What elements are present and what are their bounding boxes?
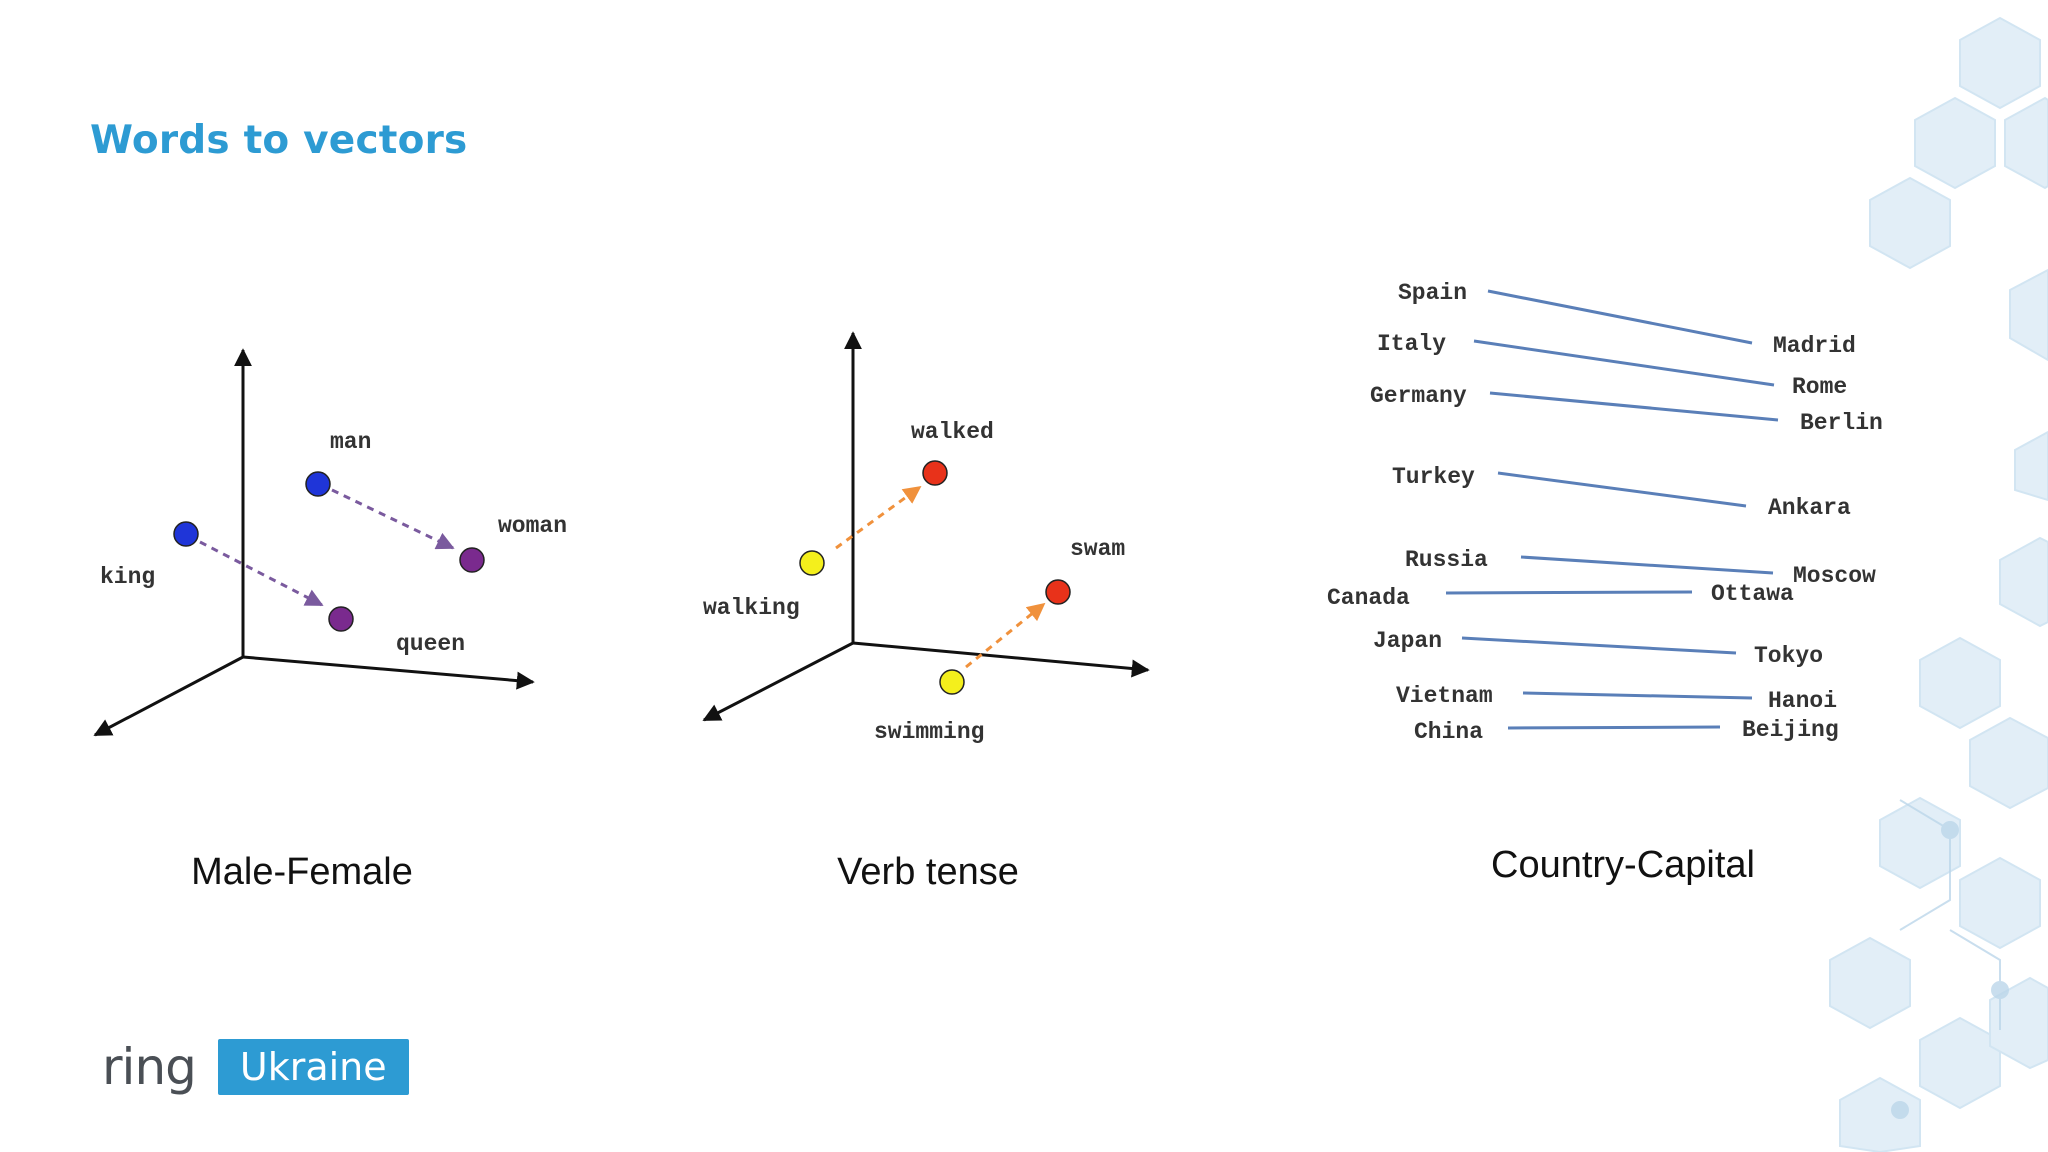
ring-ukraine-logo: ring Ukraine	[102, 1038, 409, 1096]
country-vietnam: Vietnam	[1396, 683, 1493, 709]
panel-male-female: man woman king queen Male-Female	[93, 348, 567, 893]
label-swam: swam	[1070, 536, 1125, 562]
country-japan: Japan	[1373, 628, 1442, 654]
vector-walking-walked	[835, 485, 922, 550]
capital-beijing: Beijing	[1742, 717, 1839, 743]
point-queen	[328, 606, 354, 632]
label-walking: walking	[703, 595, 800, 621]
country-italy: Italy	[1377, 331, 1446, 357]
country-spain: Spain	[1398, 280, 1467, 306]
capital-ankara: Ankara	[1768, 495, 1851, 521]
point-swam	[1045, 579, 1071, 605]
capital-moscow: Moscow	[1793, 563, 1876, 589]
country-turkey: Turkey	[1392, 464, 1475, 490]
point-woman	[459, 547, 485, 573]
capital-berlin: Berlin	[1800, 410, 1883, 436]
vector-man-woman	[331, 488, 455, 550]
label-woman: woman	[498, 513, 567, 539]
vector-king-queen	[199, 540, 324, 607]
point-walking	[799, 550, 825, 576]
capital-ottawa: Ottawa	[1711, 581, 1794, 607]
vector-swimming-swam	[965, 602, 1046, 669]
caption-country-capital: Country-Capital	[1491, 844, 1755, 886]
point-king	[173, 521, 199, 547]
panel-country-capital: Spain Italy Germany Turkey Russia Canada…	[1327, 280, 1883, 886]
country-canada: Canada	[1327, 585, 1410, 611]
point-walked	[922, 460, 948, 486]
slide-title: Words to vectors	[90, 118, 468, 163]
capital-hanoi: Hanoi	[1768, 688, 1837, 714]
axes	[93, 348, 535, 737]
logo-badge: Ukraine	[217, 1039, 409, 1095]
capital-madrid: Madrid	[1773, 333, 1856, 359]
country-russia: Russia	[1405, 547, 1488, 573]
point-swimming	[939, 669, 965, 695]
capital-tokyo: Tokyo	[1754, 643, 1823, 669]
logo-wordmark: ring	[102, 1038, 197, 1096]
label-queen: queen	[396, 631, 465, 657]
caption-male-female: Male-Female	[191, 851, 413, 893]
country-germany: Germany	[1370, 383, 1467, 409]
caption-verb-tense: Verb tense	[837, 851, 1019, 893]
label-swimming: swimming	[874, 719, 984, 745]
axes	[702, 331, 1150, 722]
capital-rome: Rome	[1792, 374, 1847, 400]
point-man	[305, 471, 331, 497]
panel-verb-tense: walked walking swam swimming Verb tense	[702, 331, 1150, 893]
label-king: king	[100, 564, 155, 590]
label-man: man	[330, 429, 371, 455]
country-capital-links	[1445, 289, 1779, 730]
country-china: China	[1414, 719, 1483, 745]
label-walked: walked	[911, 419, 994, 445]
